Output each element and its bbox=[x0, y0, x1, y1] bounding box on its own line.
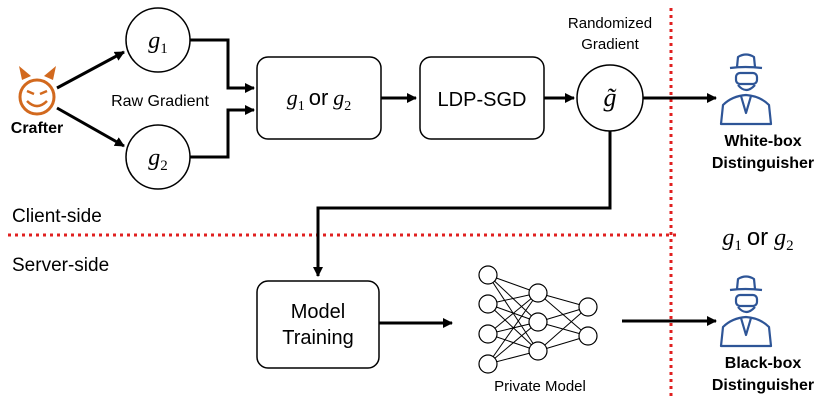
raw-gradient-label: Raw Gradient bbox=[111, 93, 209, 110]
g2-node-label: g2 bbox=[148, 145, 168, 174]
arrow-gtilde-training bbox=[313, 131, 612, 277]
neural-network-icon bbox=[478, 265, 598, 374]
crafter-devil-icon bbox=[18, 66, 56, 116]
g2-symbol: g bbox=[148, 145, 160, 171]
white-box-spy-icon bbox=[719, 53, 773, 126]
crafter-label: Crafter bbox=[11, 120, 63, 137]
arrow-crafter-g1 bbox=[56, 50, 125, 90]
arrow-g2-selector bbox=[190, 105, 255, 159]
ldp-sgd-label: LDP-SGD bbox=[438, 89, 527, 111]
arrow-g1-selector bbox=[190, 38, 255, 93]
arrow-crafter-g2 bbox=[56, 106, 125, 148]
private-model-label: Private Model bbox=[494, 378, 586, 395]
g1-symbol: g bbox=[148, 28, 160, 54]
client-side-label: Client-side bbox=[12, 206, 102, 227]
model-training-box bbox=[256, 280, 380, 369]
g2-subscript: 2 bbox=[160, 158, 168, 174]
g1-subscript: 1 bbox=[160, 41, 168, 57]
g-tilde-label: g̃ bbox=[604, 83, 618, 112]
server-side-label: Server-side bbox=[12, 255, 109, 276]
black-box-spy-icon bbox=[719, 275, 773, 348]
g1-node-label: g1 bbox=[148, 28, 168, 57]
